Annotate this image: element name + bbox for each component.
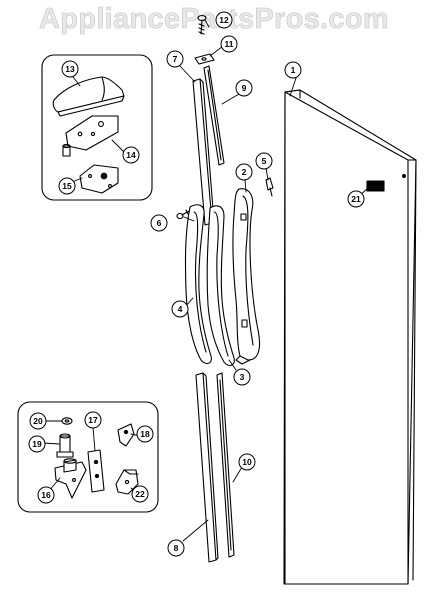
callout-20: 20: [29, 412, 47, 430]
svg-text:15: 15: [62, 181, 72, 191]
lower-hinge-inset: [17, 401, 159, 513]
svg-text:14: 14: [126, 150, 136, 160]
door-stop-bracket: [117, 423, 135, 447]
svg-text:21: 21: [351, 194, 361, 204]
callout-3: 3: [233, 368, 251, 386]
svg-text:4: 4: [178, 304, 183, 314]
upper-hinge-inset: [41, 54, 153, 201]
svg-text:12: 12: [219, 15, 229, 25]
svg-text:10: 10: [242, 457, 252, 467]
svg-text:11: 11: [225, 39, 234, 49]
callout-15: 15: [58, 177, 76, 195]
callout-18: 18: [136, 425, 154, 443]
hinge-washer: [61, 417, 73, 425]
top-screw: [197, 14, 207, 35]
svg-text:7: 7: [173, 54, 178, 64]
callout-10: 10: [238, 453, 256, 471]
svg-text:5: 5: [262, 156, 267, 166]
svg-text:9: 9: [242, 83, 247, 93]
callout-6: 6: [150, 214, 168, 232]
side-screw: [265, 177, 274, 197]
svg-text:16: 16: [41, 490, 51, 500]
callout-19: 19: [28, 435, 46, 453]
closer-cam: [115, 469, 139, 495]
callout-8: 8: [167, 539, 185, 557]
hinge-shim: [79, 164, 119, 194]
hinge-plate: [62, 115, 119, 157]
callout-2: 2: [235, 163, 253, 181]
callout-21: 21: [347, 190, 365, 208]
callout-13: 13: [61, 60, 79, 78]
svg-text:2: 2: [242, 167, 247, 177]
watermark-text: AppliancePartsPros.com: [39, 3, 389, 36]
callout-5: 5: [255, 152, 273, 170]
callout-22: 22: [131, 485, 149, 503]
svg-text:6: 6: [157, 218, 162, 228]
callout-16: 16: [37, 486, 55, 504]
label-plate: [366, 180, 385, 192]
svg-text:20: 20: [33, 416, 43, 426]
upper-gasket-strip: [203, 65, 225, 166]
svg-text:18: 18: [140, 429, 150, 439]
door-handle: [184, 204, 212, 365]
callout-9: 9: [235, 79, 253, 97]
callout-12: 12: [215, 11, 233, 29]
callout-11: 11: [220, 35, 238, 53]
hinge-pin: [56, 433, 74, 458]
svg-text:17: 17: [88, 415, 98, 425]
callout-4: 4: [171, 300, 189, 318]
door-panel: [283, 89, 417, 585]
svg-text:1: 1: [291, 65, 296, 75]
callout-14: 14: [122, 146, 140, 164]
hinge-cover: [52, 76, 125, 117]
svg-text:13: 13: [65, 64, 75, 74]
lower-trim-strip: [195, 372, 219, 563]
callout-17: 17: [84, 411, 102, 429]
callouts: 1 2 3 4 5 6 7 8 9 10 11 12 13 14 15 16 1…: [28, 11, 365, 557]
handle-bracket: [232, 188, 261, 365]
top-washer: [194, 53, 215, 65]
svg-text:19: 19: [32, 439, 42, 449]
svg-text:22: 22: [135, 489, 145, 499]
callout-7: 7: [166, 50, 184, 68]
callout-1: 1: [284, 61, 302, 79]
svg-text:8: 8: [174, 543, 179, 553]
handle-trim: [206, 205, 235, 367]
lower-gasket-strip: [216, 372, 235, 558]
hinge-bracket-plate: [87, 449, 105, 493]
svg-text:3: 3: [240, 372, 245, 382]
